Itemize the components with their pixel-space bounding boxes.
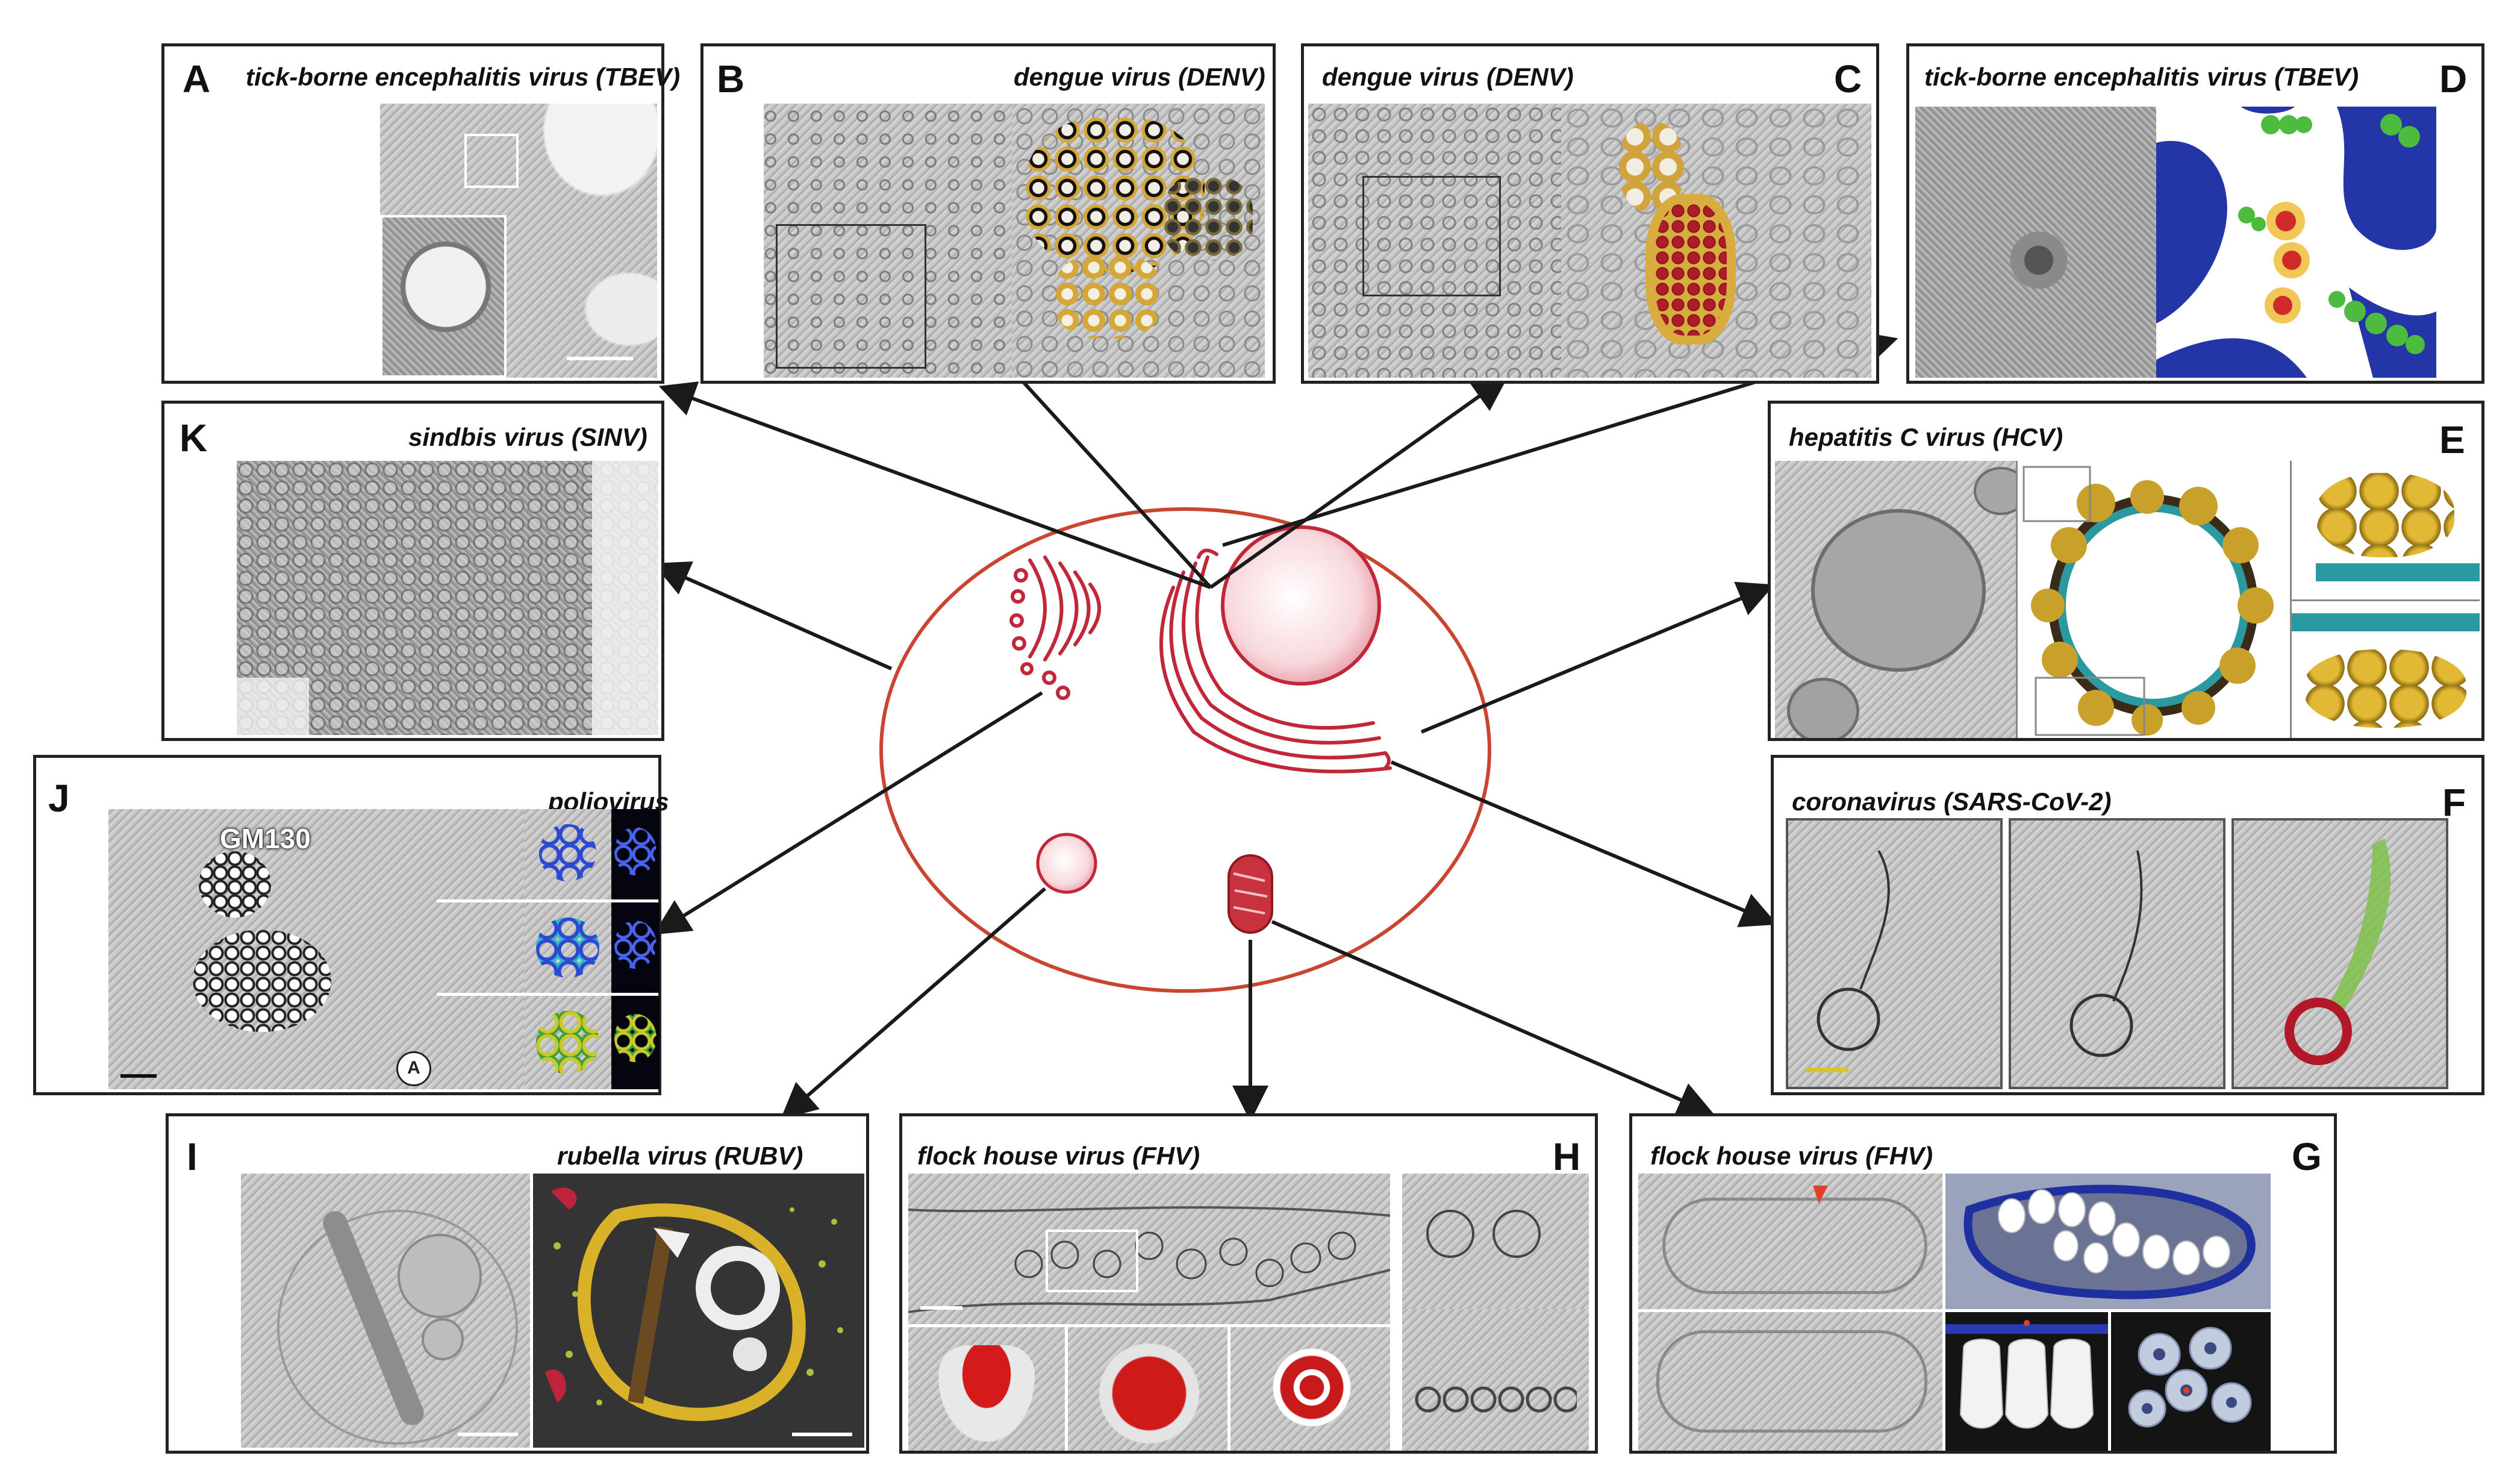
spherule-render-top xyxy=(2111,1312,2271,1451)
endoplasmic-reticulum xyxy=(1159,548,1392,774)
inset-image xyxy=(380,215,507,378)
micrograph-image xyxy=(764,104,1012,378)
late-structures-overlay xyxy=(524,996,611,1089)
micrograph-image xyxy=(1308,104,1561,378)
panel-letter: A xyxy=(182,57,211,101)
tomogram-render xyxy=(2156,107,2436,378)
panel-e: E hepatitis C virus (HCV) xyxy=(1768,401,2484,741)
panel-letter: E xyxy=(2439,418,2465,461)
subpanel-label: A xyxy=(396,1051,431,1086)
panel-letter: D xyxy=(2439,57,2468,101)
micrograph-image: GM130 A xyxy=(108,809,437,1089)
micrograph-image xyxy=(1915,107,2156,378)
zoom-render-top xyxy=(2290,461,2480,599)
tomogram-render xyxy=(2016,461,2290,738)
panel-letter: G xyxy=(2292,1135,2322,1178)
tomogram-slice xyxy=(241,1174,530,1448)
late-structures-render xyxy=(611,996,660,1089)
panel-title: tick-borne encephalitis virus (TBEV) xyxy=(1924,63,2359,91)
panel-title: hepatitis C virus (HCV) xyxy=(1789,423,2063,451)
panel-letter: F xyxy=(2442,781,2466,824)
nucleus xyxy=(1221,525,1381,686)
intermediate-structures-em xyxy=(437,902,524,993)
mitochondria-tomogram-top xyxy=(1638,1174,1942,1309)
panel-d: D tick-borne encephalitis virus (TBEV) xyxy=(1906,43,2484,384)
spherule-render-side xyxy=(1945,1312,2108,1451)
panel-title: dengue virus (DENV) xyxy=(1322,63,1574,91)
zoom-tomogram-top xyxy=(1402,1174,1589,1309)
arrows xyxy=(653,331,1898,1122)
panel-letter: I xyxy=(187,1135,198,1178)
scale-bar xyxy=(120,1074,157,1078)
panel-g: G flock house virus (FHV) xyxy=(1629,1113,2337,1454)
panel-title: tick-borne encephalitis virus (TBEV) xyxy=(246,63,681,91)
late-structures-em xyxy=(437,996,524,1089)
panel-title: sindbis virus (SINV) xyxy=(408,423,647,451)
panel-title: flock house virus (FHV) xyxy=(1650,1142,1933,1170)
early-structures-render xyxy=(611,809,660,899)
panel-h: H flock house virus (FHV) xyxy=(899,1113,1598,1454)
panel-i: I rubella virus (RUBV) xyxy=(166,1113,869,1454)
zoom-render-bottom xyxy=(2290,599,2480,738)
panel-c: C dengue virus (DENV) xyxy=(1301,43,1879,384)
early-structures-overlay xyxy=(524,809,611,899)
panel-f: F coronavirus (SARS-CoV-2) xyxy=(1771,755,2484,1095)
panel-title: rubella virus (RUBV) xyxy=(557,1142,803,1170)
intermediate-structures-render xyxy=(611,902,660,993)
tomogram-slice-1 xyxy=(1786,818,2003,1089)
subtomogram-average-b xyxy=(908,1327,1065,1451)
mitochondria-render xyxy=(1945,1174,2271,1309)
cell-membrane xyxy=(879,507,1491,993)
tomogram-segmentation xyxy=(2232,818,2448,1089)
gm130-label: GM130 xyxy=(220,823,311,854)
panel-letter: J xyxy=(48,777,70,820)
panel-letter: H xyxy=(1553,1135,1581,1178)
subtomogram-average-c xyxy=(1068,1327,1227,1451)
panel-title: flock house virus (FHV) xyxy=(917,1142,1200,1170)
panel-title: coronavirus (SARS-CoV-2) xyxy=(1792,787,2112,816)
panel-j: J poliovirus GM130 A xyxy=(33,755,669,1095)
mitochondria-tomogram-bottom xyxy=(1638,1312,1942,1451)
tomogram-render xyxy=(1561,104,1871,378)
panel-k: K sindbis virus (SINV) xyxy=(161,401,664,741)
early-structures-em xyxy=(437,809,524,899)
tomogram-render xyxy=(533,1174,864,1448)
panel-letter: B xyxy=(717,57,745,101)
panel-b: B dengue virus (DENV) xyxy=(700,43,1276,384)
micrograph-image xyxy=(1775,461,2016,738)
tomogram-slice-2 xyxy=(2009,818,2225,1089)
micrograph-image xyxy=(237,461,658,735)
scale-bar xyxy=(567,357,633,360)
mitochondrion xyxy=(1227,854,1273,934)
vesicle xyxy=(1036,833,1097,894)
micrograph-image xyxy=(380,104,657,378)
intermediate-structures-overlay xyxy=(524,902,611,993)
panel-title: dengue virus (DENV) xyxy=(1014,63,1265,91)
cryo-tomogram-overview xyxy=(908,1174,1390,1324)
panel-letter: K xyxy=(179,416,208,460)
panel-letter: C xyxy=(1834,57,1862,101)
golgi-apparatus xyxy=(1009,555,1101,700)
panel-a: A tick-borne encephalitis virus (TBEV) xyxy=(161,43,680,384)
zoom-tomogram-bottom xyxy=(1402,1309,1589,1451)
tomogram-render xyxy=(1012,104,1265,378)
scale-bar xyxy=(458,1433,518,1436)
subtomogram-average-d xyxy=(1230,1327,1390,1451)
